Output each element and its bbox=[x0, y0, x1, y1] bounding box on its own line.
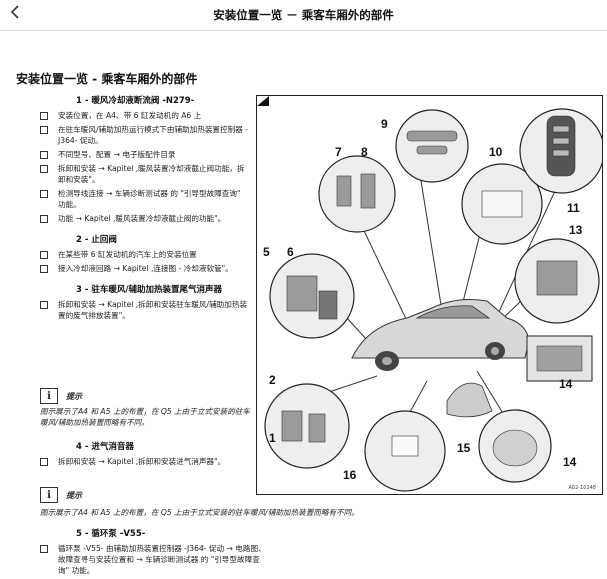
info-icon: i bbox=[40, 487, 58, 503]
list-item-link[interactable]: 接入冷却液回路 → Kapitel ,连接图 - 冷却液软管"。 bbox=[40, 263, 250, 274]
list-item: 在某些带 6 缸发动机的汽车上的安装位置 bbox=[40, 249, 250, 260]
list-item: 不同型号、配置 → 电子版配件目录 bbox=[40, 149, 250, 160]
info-icon: i bbox=[40, 388, 58, 404]
callout-8: 8 bbox=[361, 145, 368, 159]
callout-7: 7 bbox=[335, 145, 342, 159]
parts-list-continued: 4 - 进气消音器 拆卸和安装 → Kapitel ,拆卸和安装进气消声器"。 bbox=[40, 440, 250, 470]
list-item-link[interactable]: 拆卸和安装 → Kapitel ,拆卸和安装进气消声器"。 bbox=[40, 456, 250, 467]
detail-circle-1-2 bbox=[264, 383, 350, 469]
callout-13: 14 bbox=[559, 377, 573, 391]
hint-label: 提示 bbox=[66, 391, 82, 401]
list-item-link[interactable]: 功能 → Kapitel ,暖风装置冷却液截止阀的功能"。 bbox=[40, 213, 250, 224]
bullet-square-icon bbox=[40, 112, 48, 120]
part-15 bbox=[446, 382, 493, 418]
callout-2: 2 bbox=[269, 373, 276, 387]
callout-6: 6 bbox=[287, 245, 294, 259]
callout-1: 1 bbox=[269, 431, 276, 445]
list-item-link[interactable]: 循环泵 -V55- 由辅助加热装置控制器 -J364- 促动 → 电路图、故障查… bbox=[40, 543, 270, 576]
section-heading: 2 - 止回阀 bbox=[76, 235, 117, 245]
figure-code: A82-10248 bbox=[568, 485, 597, 491]
list-item-link[interactable]: 检测导线连接 → 车辆诊断测试器 的 "引导型故障查询" 功能。 bbox=[40, 188, 250, 210]
figure-drawing: 9 7 8 10 11 5 6 13 14 2 1 15 16 14 bbox=[263, 108, 602, 492]
bullet-square-icon bbox=[40, 190, 48, 198]
bullet-square-icon bbox=[40, 265, 48, 273]
callout-12: 13 bbox=[569, 223, 583, 237]
list-item-link[interactable]: 拆卸和安装 → Kapitel ,暖风装置冷却液截止阀功能，拆卸和安装"。 bbox=[40, 163, 250, 185]
callout-10: 10 bbox=[489, 145, 503, 159]
bullet-square-icon bbox=[40, 126, 48, 134]
callout-11: 11 bbox=[567, 201, 580, 215]
section-heading: 3 - 驻车暖风/辅助加热装置尾气消声器 bbox=[76, 285, 222, 295]
callout-16: 16 bbox=[343, 468, 357, 482]
callout-15: 15 bbox=[457, 441, 471, 455]
parts-list-continued: 5 - 循环泵 -V55- 循环泵 -V55- 由辅助加热装置控制器 -J364… bbox=[40, 527, 270, 579]
list-item: 安装位置，在 A4、带 6 缸发动机的 A6 上 bbox=[40, 110, 250, 121]
callout-14: 14 bbox=[563, 455, 577, 469]
hint-text: 图示展示了A4 和 A5 上的布置，在 Q5 上由于立式安装的驻车暖风/辅助加热… bbox=[40, 508, 359, 517]
car-illustration bbox=[351, 299, 530, 371]
callout-5: 5 bbox=[263, 245, 270, 259]
bullet-square-icon bbox=[40, 151, 48, 159]
top-bar: 安装位置一览 － 乘客车厢外的部件 bbox=[0, 0, 607, 31]
detail-circle-7-8 bbox=[318, 155, 396, 233]
bullet-square-icon bbox=[40, 215, 48, 223]
section-heading: 5 - 循环泵 -V55- bbox=[76, 529, 146, 539]
bullet-square-icon bbox=[40, 165, 48, 173]
corner-marker-icon bbox=[257, 96, 269, 106]
section-heading: 1 - 暖风冷却液断流阀 -N279- bbox=[76, 96, 195, 106]
bullet-square-icon bbox=[40, 545, 48, 553]
window-title: 安装位置一览 － 乘客车厢外的部件 bbox=[213, 8, 394, 22]
bullet-square-icon bbox=[40, 458, 48, 466]
back-button[interactable] bbox=[10, 4, 28, 24]
parts-list: 1 - 暖风冷却液断流阀 -N279- 安装位置，在 A4、带 6 缸发动机的 … bbox=[40, 94, 250, 324]
chevron-left-icon bbox=[10, 5, 19, 19]
bullet-square-icon bbox=[40, 251, 48, 259]
list-item-link[interactable]: 拆卸和安装 → Kapitel ,拆卸和安装驻车暖风/辅助加热装置的废气排放装置… bbox=[40, 299, 250, 321]
section-heading: 4 - 进气消音器 bbox=[76, 442, 134, 452]
hint-text: 图示展示了A4 和 A5 上的布置，在 Q5 上由于立式安装的驻车暖风/辅助加热… bbox=[40, 407, 250, 427]
hint-label: 提示 bbox=[66, 490, 82, 500]
list-item: 在驻车暖风/辅助加热运行模式下由辅助加热装置控制器 -J364- 促动。 bbox=[40, 124, 250, 146]
page-title: 安装位置一览 - 乘客车厢外的部件 bbox=[16, 72, 198, 86]
callout-9: 9 bbox=[381, 117, 388, 131]
bullet-square-icon bbox=[40, 301, 48, 309]
hint-box: i 提示 bbox=[40, 388, 82, 404]
hint-box: i 提示 bbox=[40, 487, 82, 503]
installation-figure: 9 7 8 10 11 5 6 13 14 2 1 15 16 14 A82-1… bbox=[256, 95, 603, 495]
